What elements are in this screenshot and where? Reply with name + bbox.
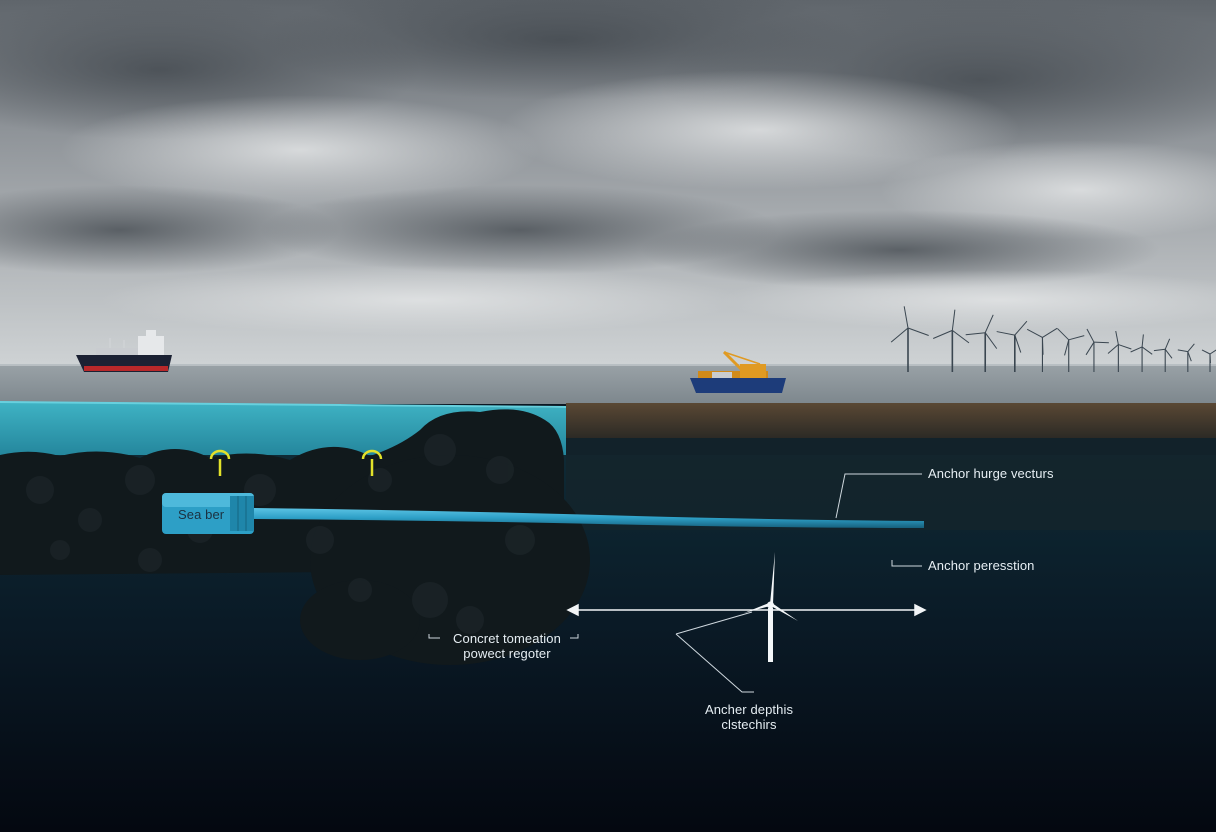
distant-turbine xyxy=(932,309,970,372)
distant-turbine xyxy=(996,320,1028,372)
distant-turbine xyxy=(1153,338,1173,372)
power-cable xyxy=(250,508,924,528)
turbine-row xyxy=(890,306,1216,372)
span-arrow xyxy=(566,603,927,617)
concrete-label: Concret tomeation powect regoter xyxy=(440,631,574,661)
cable-end-connector xyxy=(162,493,254,534)
concrete-label-line2: powect regoter xyxy=(463,646,551,661)
cable-end-label: Sea ber xyxy=(178,507,225,522)
anchor-hinge-label: Anchor hurge vecturs xyxy=(928,466,1054,481)
concrete-label-line1: Concret tomeation xyxy=(453,631,561,646)
callout-lines xyxy=(428,473,922,693)
anchor-marker-left xyxy=(209,449,231,476)
distant-turbine xyxy=(1177,343,1195,372)
clouds xyxy=(0,0,1216,335)
distant-turbine xyxy=(1201,349,1216,372)
anchor-penetration-label: Anchor peresstion xyxy=(928,558,1035,573)
distant-turbine xyxy=(890,306,929,372)
distant-turbine xyxy=(1085,328,1109,372)
anchor-marker-right xyxy=(361,449,383,476)
distant-turbine xyxy=(1056,328,1085,372)
distant-turbine xyxy=(965,314,998,372)
depths-label-line1: Ancher depthis xyxy=(704,702,794,717)
wind-turbine-icon xyxy=(744,552,798,662)
rock-texture xyxy=(26,434,535,634)
rock-seabed xyxy=(0,409,590,665)
crane-vessel xyxy=(690,350,786,393)
depths-label: Ancher depthis clstechirs xyxy=(688,702,810,732)
seabed-block xyxy=(566,438,1216,530)
sea-surface xyxy=(0,364,1216,404)
distant-turbine xyxy=(1107,330,1132,372)
depths-label-line2: clstechirs xyxy=(721,717,777,732)
distant-turbine xyxy=(1130,334,1153,372)
sediment-layer xyxy=(566,403,1216,438)
distant-turbine xyxy=(1026,327,1058,372)
cargo-ship xyxy=(76,330,172,372)
